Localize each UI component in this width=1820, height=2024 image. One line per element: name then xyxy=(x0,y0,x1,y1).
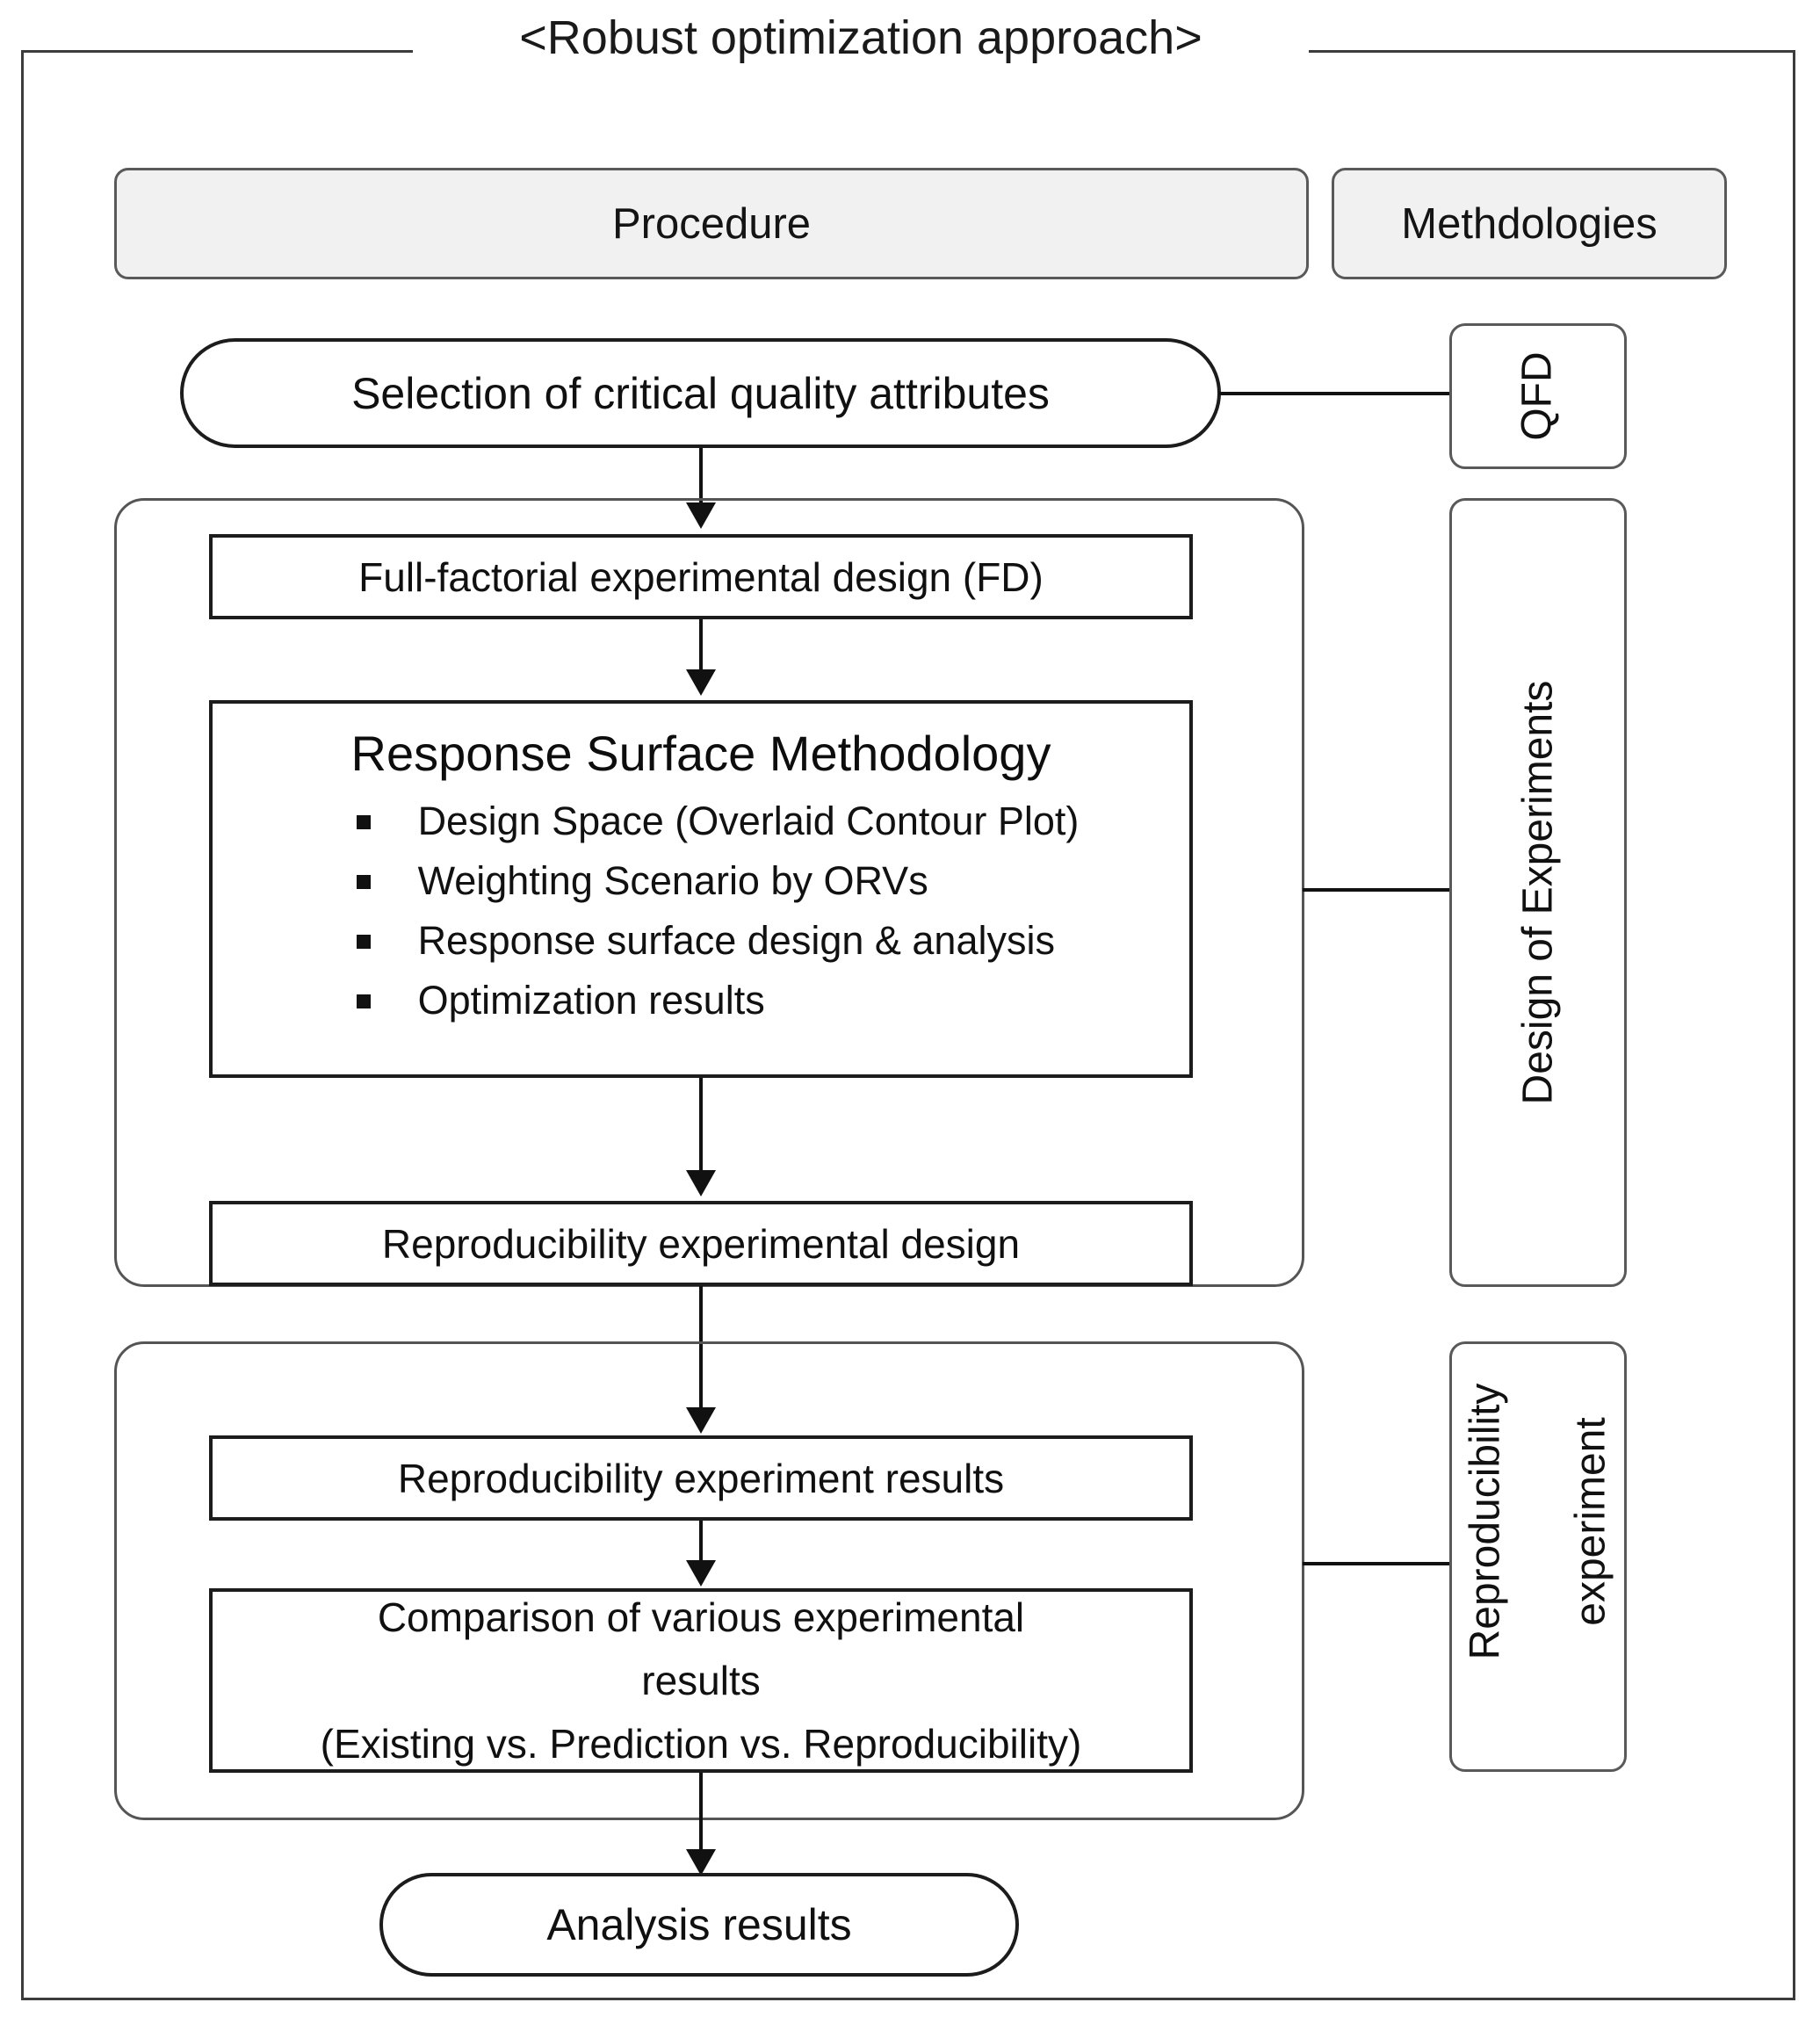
arrow-repro-results-to-comparison-head xyxy=(686,1560,716,1587)
comparison-line-3: (Existing vs. Prediction vs. Reproducibi… xyxy=(320,1721,1082,1767)
node-analysis-results-label: Analysis results xyxy=(546,1900,852,1949)
node-full-factorial-label: Full-factorial experimental design (FD) xyxy=(358,553,1044,600)
rsm-bullet-label: Response surface design & analysis xyxy=(417,918,1055,963)
square-bullet-icon xyxy=(356,875,371,889)
square-bullet-icon xyxy=(356,935,371,949)
arrow-selection-to-full-factorial-line xyxy=(699,448,703,510)
node-analysis-results: Analysis results xyxy=(379,1873,1019,1977)
arrow-repro-design-to-repro-results-line xyxy=(699,1286,703,1413)
connector-repro-group-to-repro-label xyxy=(1303,1562,1452,1565)
node-comparison-of-experimental-results: Comparison of various experimental resul… xyxy=(209,1588,1193,1773)
comparison-line-2: results xyxy=(641,1658,761,1703)
node-reproducibility-experimental-design-label: Reproducibility experimental design xyxy=(381,1220,1021,1267)
connector-selection-to-qfd xyxy=(1219,392,1451,395)
arrow-repro-design-to-repro-results-head xyxy=(686,1407,716,1434)
node-reproducibility-experiment-results: Reproducibility experiment results xyxy=(209,1435,1193,1521)
rsm-bullet-item: Design Space (Overlaid Contour Plot) xyxy=(350,792,1080,851)
node-reproducibility-experiment-results-label: Reproducibility experiment results xyxy=(397,1455,1005,1501)
node-response-surface-methodology: Response Surface Methodology Design Spac… xyxy=(209,700,1193,1078)
column-header-procedure: Procedure xyxy=(114,168,1309,279)
square-bullet-icon xyxy=(356,815,371,829)
node-selection-label: Selection of critical quality attributes xyxy=(351,368,1050,418)
column-header-methodologies-label: Methdologies xyxy=(1401,199,1658,248)
methodology-label-repro-line-1: Reproducibility xyxy=(1462,1383,1509,1660)
methodology-box-reproducibility-experiment: Reproducibility experiment xyxy=(1449,1341,1627,1772)
column-header-methodologies: Methdologies xyxy=(1332,168,1727,279)
rsm-bullet-label: Weighting Scenario by ORVs xyxy=(417,858,928,903)
rsm-bullet-label: Design Space (Overlaid Contour Plot) xyxy=(417,799,1080,843)
connector-doe-group-to-doe-label xyxy=(1303,888,1452,892)
arrow-comparison-to-analysis-results-line xyxy=(699,1773,703,1856)
methodology-box-design-of-experiments: Design of Experiments xyxy=(1449,498,1627,1287)
arrow-repro-results-to-comparison-line xyxy=(699,1521,703,1567)
rsm-bullet-list: Design Space (Overlaid Contour Plot) Wei… xyxy=(323,792,1080,1030)
arrow-full-factorial-to-rsm-line xyxy=(699,619,703,676)
methodology-label-reproducibility-experiment: Reproducibility experiment xyxy=(1406,1384,1670,1731)
comparison-text-block: Comparison of various experimental resul… xyxy=(305,1586,1098,1775)
group-reproducibility-experiment xyxy=(114,1341,1304,1820)
methodology-label-design-of-experiments: Design of Experiments xyxy=(1514,680,1562,1105)
node-selection-of-critical-quality-attributes: Selection of critical quality attributes xyxy=(180,338,1221,448)
square-bullet-icon xyxy=(356,994,371,1008)
methodology-box-qfd: QFD xyxy=(1449,323,1627,469)
rsm-bullet-item: Optimization results xyxy=(350,971,1080,1030)
arrow-rsm-to-repro-design-head xyxy=(686,1170,716,1196)
comparison-line-1: Comparison of various experimental xyxy=(377,1594,1025,1640)
methodology-label-qfd: QFD xyxy=(1513,351,1561,441)
arrow-rsm-to-repro-design-line xyxy=(699,1078,703,1177)
arrow-comparison-to-analysis-results-head xyxy=(686,1849,716,1876)
diagram-title: <Robust optimization approach> xyxy=(413,11,1309,65)
column-header-procedure-label: Procedure xyxy=(611,199,812,248)
rsm-bullet-item: Weighting Scenario by ORVs xyxy=(350,851,1080,911)
rsm-bullet-label: Optimization results xyxy=(417,978,765,1023)
rsm-title: Response Surface Methodology xyxy=(350,726,1051,781)
arrow-selection-to-full-factorial-head xyxy=(686,502,716,529)
rsm-bullet-item: Response surface design & analysis xyxy=(350,911,1080,971)
rsm-content: Response Surface Methodology Design Spac… xyxy=(297,704,1106,1046)
node-full-factorial-experimental-design: Full-factorial experimental design (FD) xyxy=(209,534,1193,619)
node-reproducibility-experimental-design: Reproducibility experimental design xyxy=(209,1201,1193,1286)
methodology-label-repro-line-2: experiment xyxy=(1567,1417,1614,1626)
arrow-full-factorial-to-rsm-head xyxy=(686,669,716,696)
